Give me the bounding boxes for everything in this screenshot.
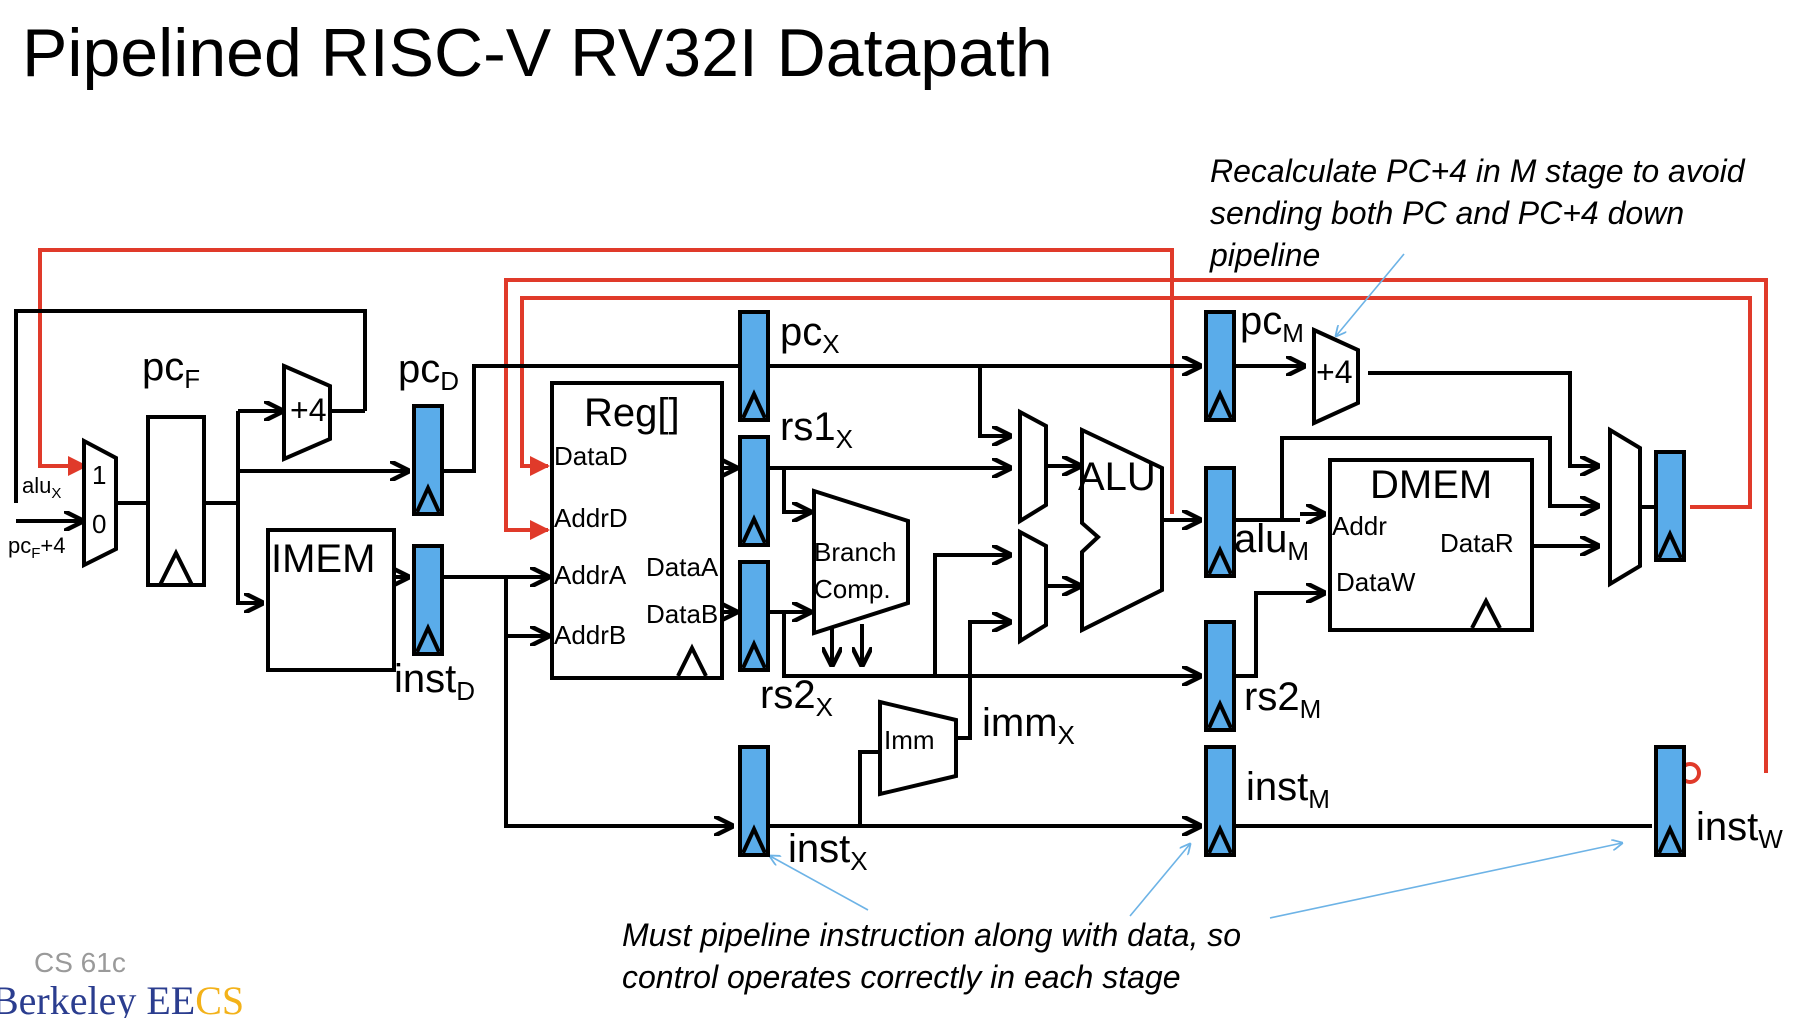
pc-mux: 1 0 [82, 437, 118, 569]
port-addrd: AddrD [554, 503, 628, 533]
pc-m-adder: +4 [1312, 326, 1360, 427]
alu-block: ALU [1078, 426, 1164, 634]
signal-inst-x: instX [788, 827, 868, 876]
pipeline-reg-rs1-x [738, 435, 770, 547]
pc-f-adder: +4 [282, 362, 332, 463]
inst-w-addrd-wire [504, 278, 1768, 773]
signal-labels: aluX pcF+4 pcF pcD instD pcX rs1X rs2X i… [8, 299, 1783, 876]
writeback-data-wire [520, 296, 1752, 509]
datapath-wires [14, 309, 1656, 826]
regfile-clock-icon [676, 643, 708, 677]
mux-input-0-label: 0 [92, 509, 106, 539]
pipeline-reg-rs2-m [1204, 620, 1236, 732]
inst-note-line-2: control operates correctly in each stage [622, 959, 1181, 995]
port-datad: DataD [554, 441, 628, 471]
signal-pc-m: pcM [1240, 299, 1304, 348]
alu-b-mux [1018, 528, 1048, 645]
page-title: Pipelined RISC-V RV32I Datapath [22, 15, 1053, 91]
port-datab: DataB [646, 599, 718, 629]
alu-x-feedback-wire [38, 248, 1174, 514]
port-datar: DataR [1440, 528, 1514, 558]
alu-label: ALU [1078, 455, 1156, 499]
signal-inst-d: instD [394, 657, 475, 706]
dmem-clock-icon [1470, 596, 1502, 629]
pipeline-reg-pc-x [738, 310, 770, 422]
signal-alu-x-in: aluX [22, 473, 61, 502]
signal-inst-m: instM [1246, 765, 1330, 814]
signal-rs2-x: rs2X [760, 673, 833, 722]
pipeline-reg-pc-m [1204, 310, 1236, 422]
pipeline-reg-pc-d [412, 404, 444, 516]
signal-pc-f: pcF [142, 345, 200, 394]
brand-logo: Berkeley EECS [0, 978, 244, 1018]
pipeline-reg-inst-x [738, 745, 770, 857]
pc4-annotation: Recalculate PC+4 in M stage to avoid sen… [1209, 153, 1746, 273]
regfile-label: Reg[] [584, 391, 680, 435]
imm-label: Imm [884, 725, 935, 755]
inst-note-line-1: Must pipeline instruction along with dat… [622, 917, 1241, 953]
signal-pc-x: pcX [780, 310, 840, 359]
alu-a-mux [1018, 408, 1048, 525]
pipeline-reg-inst-m [1204, 745, 1236, 857]
register-file: Reg[] DataD AddrD AddrA AddrB DataA Data… [550, 381, 724, 680]
imem-block: IMEM [266, 528, 396, 672]
pc4-note-line-2: sending both PC and PC+4 down [1210, 195, 1684, 231]
adder-m-label: +4 [1316, 354, 1352, 390]
adder-f-label: +4 [290, 392, 326, 428]
pc4-note-line-3: pipeline [1209, 237, 1320, 273]
pipeline-reg-inst-d [412, 544, 444, 656]
pipeline-reg-alu-m [1204, 466, 1236, 578]
signal-inst-w: instW [1696, 805, 1783, 854]
pipeline-reg-rs2-x [738, 560, 770, 672]
port-dataw: DataW [1336, 567, 1416, 597]
signal-pcf4: pcF+4 [8, 533, 66, 562]
course-label: CS 61c [34, 947, 126, 978]
writeback-mux [1608, 426, 1642, 588]
pipeline-registers [412, 310, 1686, 857]
pipeline-reg-alu-w [1654, 450, 1686, 562]
imm-generator: Imm [878, 699, 958, 797]
imem-label: IMEM [271, 537, 375, 581]
inst-pipeline-annotation: Must pipeline instruction along with dat… [622, 917, 1241, 995]
signal-imm-x: immX [982, 701, 1075, 750]
pc-register-clock-icon [158, 548, 194, 586]
pc4-note-line-1: Recalculate PC+4 in M stage to avoid [1210, 153, 1746, 189]
pipeline-reg-inst-w [1654, 745, 1686, 857]
branch-comparator: Branch Comp. [812, 488, 910, 636]
signal-pc-d: pcD [398, 347, 459, 396]
comp-label: Comp. [814, 574, 891, 604]
port-addra: AddrA [554, 560, 627, 590]
signal-rs2-m: rs2M [1244, 675, 1321, 724]
signal-rs1-x: rs1X [780, 405, 853, 454]
annotation-pointers [770, 253, 1622, 919]
signal-alu-m: aluM [1234, 517, 1309, 566]
writeback-wires [38, 248, 1768, 784]
port-dataa: DataA [646, 552, 719, 582]
port-addrb: AddrB [554, 620, 626, 650]
port-addr: Addr [1332, 511, 1387, 541]
dmem-label: DMEM [1370, 463, 1492, 507]
dmem-block: DMEM Addr DataW DataR [1328, 458, 1534, 632]
mux-input-1-label: 1 [92, 460, 106, 490]
branch-label: Branch [814, 537, 896, 567]
pc-register [146, 415, 206, 587]
